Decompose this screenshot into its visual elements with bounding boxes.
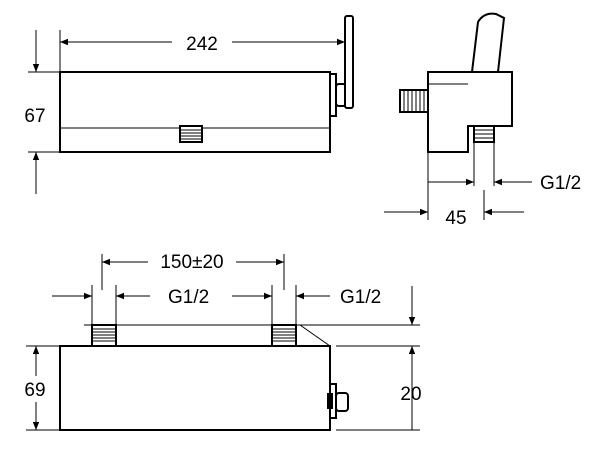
spacing-dimension: 150±20 — [101, 252, 285, 290]
height-label: 67 — [24, 106, 45, 127]
offset-label: 20 — [400, 384, 421, 405]
lever-handle — [329, 15, 354, 117]
right-thread-dimension: G1/2 — [232, 287, 381, 308]
right-inlet-thread — [271, 285, 297, 347]
left-inlet-thread — [91, 285, 117, 347]
width-dimension: 242 — [59, 18, 346, 72]
rear-knob — [327, 383, 349, 419]
right-thread-label: G1/2 — [340, 287, 381, 308]
height-dimension: 67 — [24, 30, 60, 194]
rear-view: 150±20 G1/2 G1/2 69 20 — [24, 252, 422, 431]
bottom-thread-stub — [179, 125, 203, 143]
left-thread-label: G1/2 — [168, 287, 209, 308]
bottom-thread-connector — [473, 125, 495, 186]
side-handle — [470, 12, 506, 73]
depth-label: 45 — [445, 208, 466, 229]
offset-dimension: 20 — [300, 286, 422, 431]
thread-label: G1/2 — [540, 173, 581, 194]
front-view: 242 67 — [24, 15, 354, 194]
width-label: 242 — [186, 34, 218, 55]
rear-body — [59, 345, 331, 431]
rear-height-dimension: 69 — [24, 345, 60, 431]
thread-dimension: G1/2 — [428, 173, 581, 194]
spacing-label: 150±20 — [160, 252, 223, 273]
left-thread-dimension: G1/2 — [52, 287, 209, 308]
side-view: G1/2 45 — [384, 12, 581, 229]
depth-dimension: 45 — [384, 152, 524, 229]
left-thread-connector — [399, 89, 429, 113]
rear-height-label: 69 — [24, 380, 45, 401]
